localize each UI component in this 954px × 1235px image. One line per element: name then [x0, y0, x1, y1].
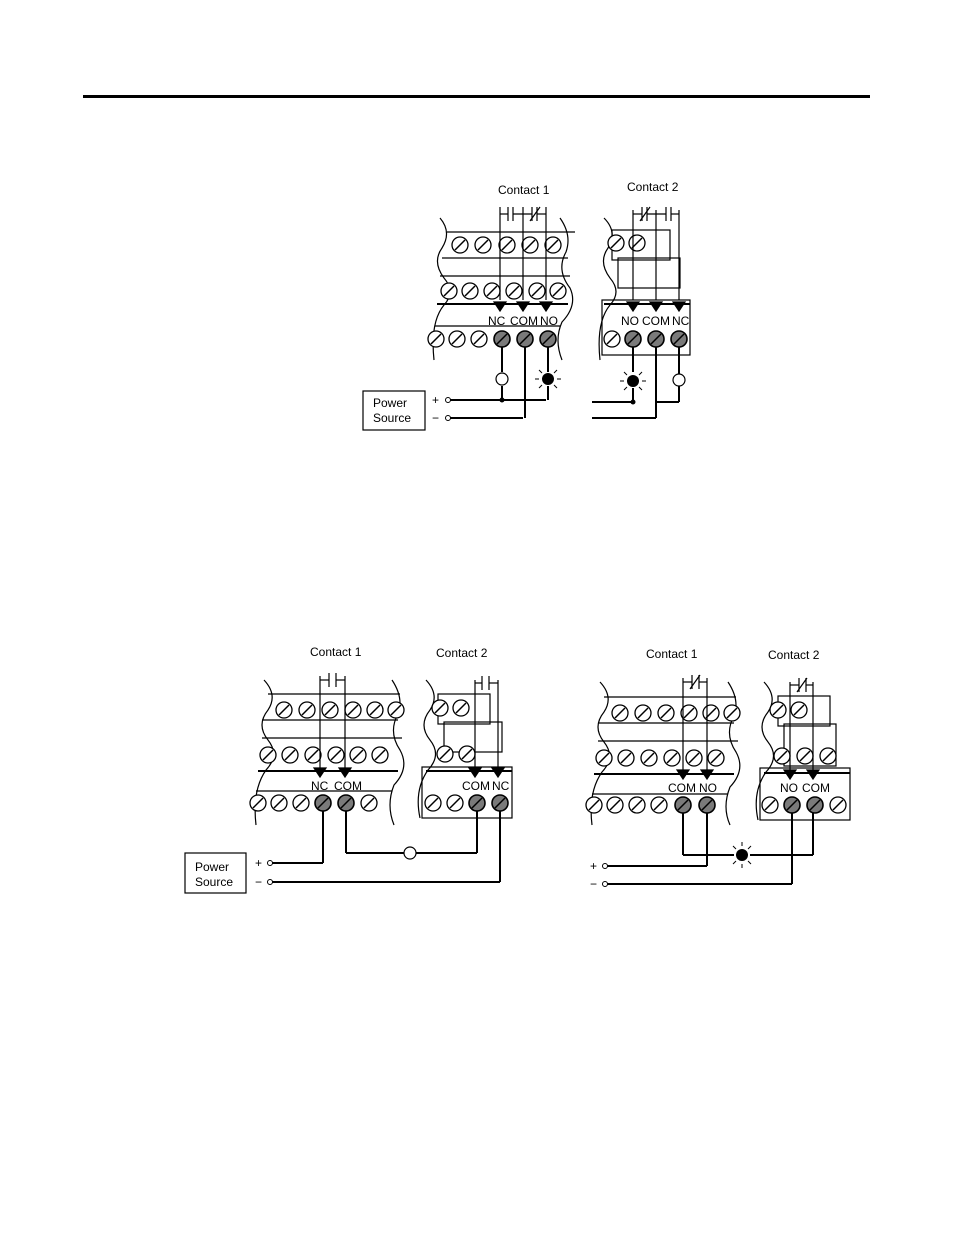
d3-minus-sign: − [590, 877, 597, 891]
d1-left-term-no: NO [540, 314, 558, 328]
d3-plus-sign: + [590, 859, 597, 873]
d1-contact2-symbol [627, 207, 685, 311]
d2-contact2-symbol [469, 676, 504, 777]
diagram-3: Contact 1 Contact 2 C [586, 647, 850, 891]
d1-lamp-on-icon [535, 366, 561, 392]
d2-power-source: Power Source + − [185, 853, 262, 893]
d1-plus-sign: + [432, 393, 439, 407]
d1-left-screws [428, 237, 566, 347]
d2-right-term-nc: NC [492, 779, 510, 793]
d3-contact1-label: Contact 1 [646, 647, 698, 661]
d3-right-term-no: NO [780, 781, 798, 795]
d1-left-term-nc: NC [488, 314, 506, 328]
d3-wiring [605, 813, 813, 884]
d3-contact2-label: Contact 2 [768, 648, 820, 662]
d1-right-term-no: NO [621, 314, 639, 328]
d1-power-label-1: Power [373, 396, 407, 410]
d1-left-term-com: COM [510, 314, 538, 328]
d1-lamp-off-icon-2 [673, 374, 685, 386]
d1-contact1-label: Contact 1 [498, 183, 550, 197]
d3-right-term-com: COM [802, 781, 830, 795]
d1-lamp-off-icon [496, 373, 508, 385]
d1-lamp-on-icon-2 [620, 368, 646, 394]
d3-right-screws [762, 702, 846, 813]
d2-contact1-label: Contact 1 [310, 645, 362, 659]
d3-lamp-on-icon [729, 842, 755, 868]
d2-wiring [270, 811, 500, 882]
d1-right-term-com: COM [642, 314, 670, 328]
diagram-1: Contact 1 Contact 2 [363, 180, 690, 430]
d3-left-term-no: NO [699, 781, 717, 795]
d1-wiring [448, 347, 679, 418]
d1-power-source: Power Source + − [363, 391, 439, 430]
d2-minus-sign: − [255, 875, 262, 889]
diagram-2: Contact 1 Contact 2 NC C [185, 645, 512, 893]
d2-lamp-off-icon [404, 847, 416, 859]
d2-power-label-1: Power [195, 860, 229, 874]
d2-left-screws [250, 702, 404, 811]
d1-minus-sign: − [432, 411, 439, 425]
d2-power-label-2: Source [195, 875, 233, 889]
d2-left-term-com: COM [334, 779, 362, 793]
d3-left-screws [586, 705, 740, 813]
d2-right-term-com: COM [462, 779, 490, 793]
d2-contact2-label: Contact 2 [436, 646, 488, 660]
d1-contact2-label: Contact 2 [627, 180, 679, 194]
d2-plus-sign: + [255, 856, 262, 870]
d3-left-term-com: COM [668, 781, 696, 795]
d2-left-term-nc: NC [311, 779, 329, 793]
d1-power-label-2: Source [373, 411, 411, 425]
d1-right-term-nc: NC [672, 314, 690, 328]
